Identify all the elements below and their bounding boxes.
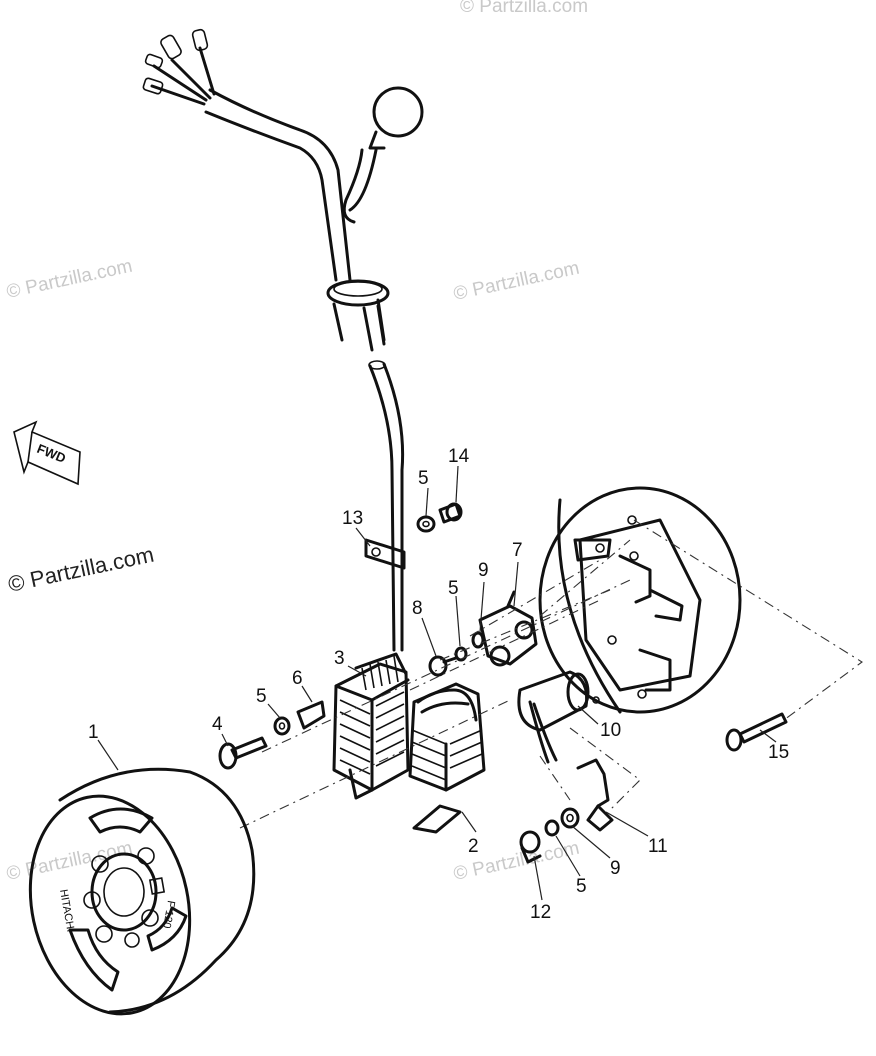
ignition-coil bbox=[332, 652, 410, 800]
callout-labels: 1 2 3 4 5 6 5 14 13 8 5 9 7 10 15 11 9 5… bbox=[88, 446, 789, 923]
hardware-parts bbox=[218, 502, 788, 864]
callout-10: 10 bbox=[600, 720, 621, 741]
callout-9-lower: 9 bbox=[610, 858, 621, 879]
watermark-lower-left: © Partzilla.com bbox=[5, 838, 135, 885]
callout-12: 12 bbox=[530, 902, 551, 923]
callout-5-upper: 5 bbox=[418, 468, 429, 489]
watermark-group: © Partzilla.com © Partzilla.com © Partzi… bbox=[5, 0, 588, 885]
fwd-arrow-icon: FWD bbox=[13, 420, 81, 486]
callout-9-upper: 9 bbox=[478, 560, 489, 581]
stator-base-plate bbox=[538, 486, 742, 714]
watermark-center: © Partzilla.com bbox=[452, 258, 582, 305]
callout-14: 14 bbox=[448, 446, 470, 467]
watermark-dark: © Partzilla.com bbox=[6, 542, 156, 597]
assembly-lines bbox=[239, 519, 863, 829]
callout-5-middle: 5 bbox=[448, 578, 459, 599]
callout-15: 15 bbox=[768, 742, 789, 763]
callout-11: 11 bbox=[648, 836, 668, 857]
watermark-top: © Partzilla.com bbox=[460, 0, 588, 17]
rotor-brand-stamp: HITACHI bbox=[57, 888, 76, 933]
lighting-coil bbox=[408, 682, 486, 834]
watermark-left: © Partzilla.com bbox=[5, 256, 135, 303]
rotor-code-stamp: F 120 bbox=[160, 899, 177, 929]
callout-5-left: 5 bbox=[256, 686, 267, 707]
callout-6: 6 bbox=[292, 668, 303, 689]
flywheel-rotor: HITACHI F 120 bbox=[28, 767, 256, 1016]
callout-5-lower: 5 bbox=[576, 876, 587, 897]
callout-7: 7 bbox=[512, 540, 523, 561]
contact-breaker bbox=[478, 590, 538, 667]
wire-harness bbox=[142, 28, 424, 652]
leader-lines bbox=[97, 465, 777, 901]
callout-2: 2 bbox=[468, 836, 479, 857]
callout-3: 3 bbox=[334, 648, 345, 669]
callout-1: 1 bbox=[88, 722, 99, 743]
callout-13: 13 bbox=[342, 508, 363, 529]
callout-4: 4 bbox=[212, 714, 223, 735]
callout-8: 8 bbox=[412, 598, 423, 619]
condenser bbox=[517, 670, 590, 764]
